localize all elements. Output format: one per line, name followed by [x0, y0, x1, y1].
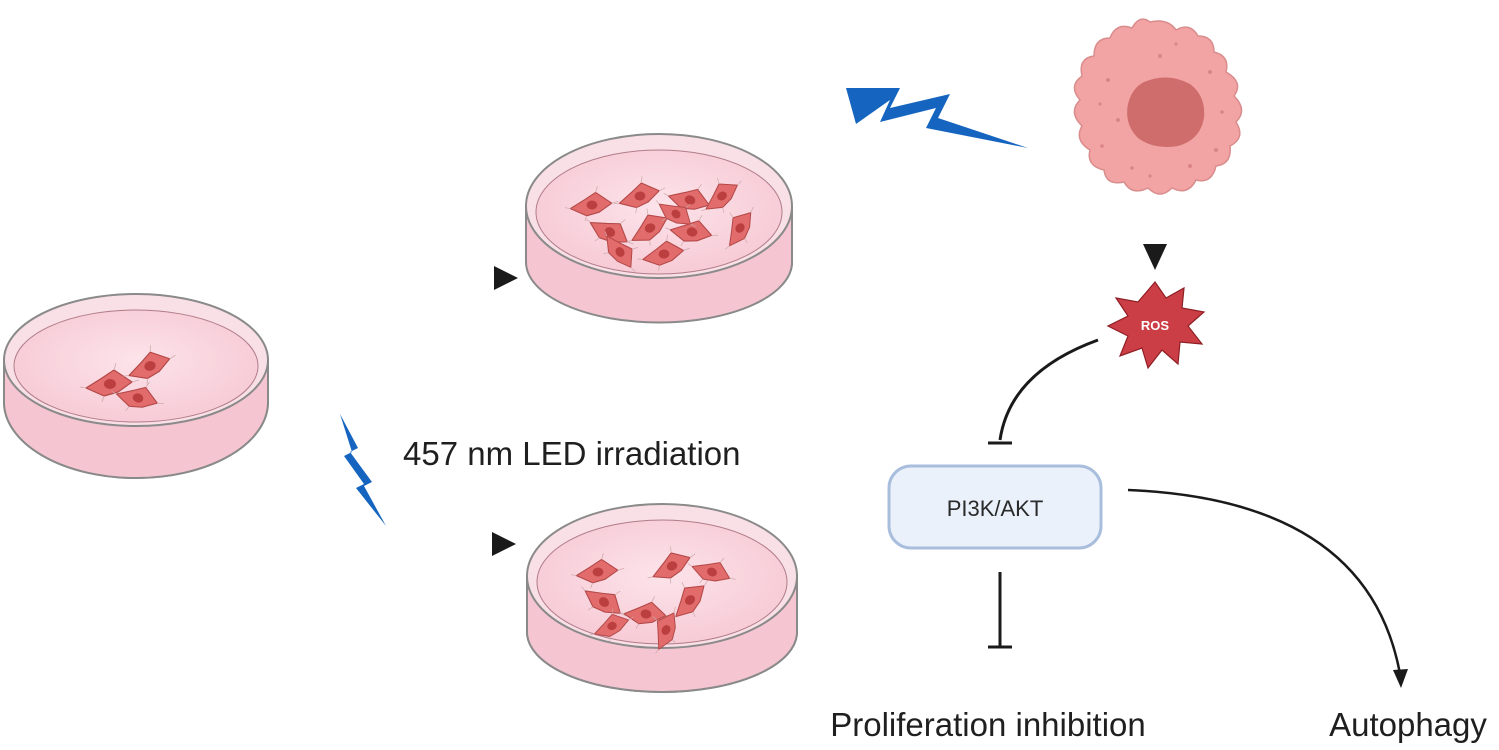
inhibition-ros-to-pi3k [998, 338, 1099, 441]
arrow-pi3k-to-autophagy-head [1393, 669, 1408, 688]
autophagy-label: Autophagy [1329, 706, 1487, 743]
ros-burst: ROS [1106, 281, 1206, 370]
arrow-pi3k-to-autophagy [1127, 488, 1402, 675]
petri-dish-left [3, 293, 269, 479]
irradiation-label: 457 nm LED irradiation [403, 435, 741, 472]
pi3k-akt-label: PI3K/AKT [947, 496, 1044, 521]
petri-dish-control [525, 133, 793, 324]
pi3k-akt-box: PI3K/AKT [887, 464, 1103, 550]
arrow-cell-to-ros-head [1143, 244, 1167, 270]
proliferation-label: Proliferation inhibition [830, 706, 1146, 743]
arrow-irradiated-head [492, 532, 516, 556]
lightning-large-icon [846, 88, 1028, 148]
ros-label: ROS [1141, 318, 1170, 333]
arrow-control-head [494, 266, 518, 290]
lightning-bolt-icon [340, 414, 386, 526]
petri-dish-irradiated [526, 503, 798, 693]
damaged-cell [1073, 18, 1243, 195]
